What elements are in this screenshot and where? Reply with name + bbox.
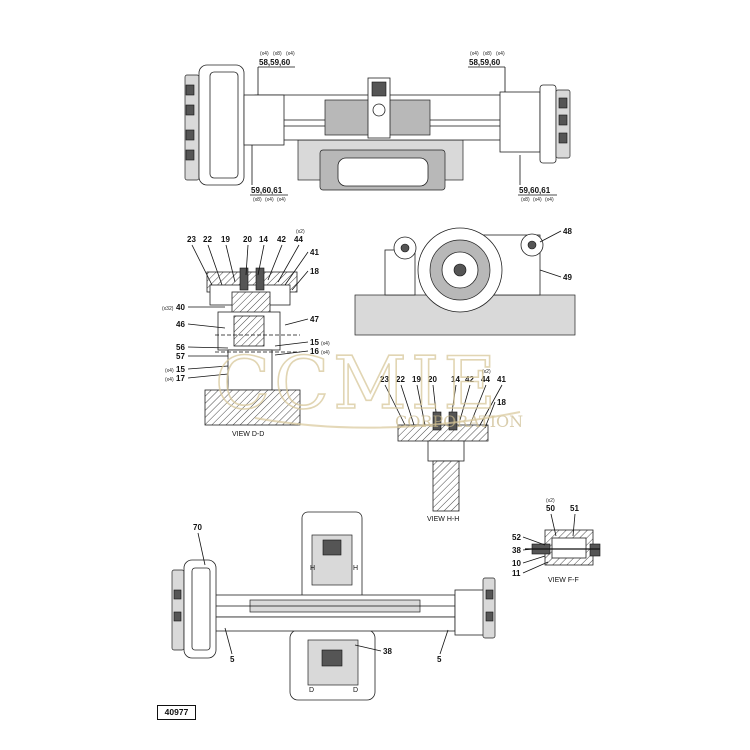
watermark-logo-text: CCMIE [215,341,500,425]
svg-text:(x8): (x8) [253,197,262,203]
callout-top-right: (x4) (x8) (x4) 58,59,60 [468,51,506,92]
svg-text:20: 20 [428,375,437,384]
svg-text:59,60,61: 59,60,61 [519,186,551,195]
callout-bottom-left: 59,60,61 (x8) (x4) (x4) [250,145,288,203]
svg-text:(x8): (x8) [483,51,492,57]
svg-text:41: 41 [310,248,319,257]
hh-post [432,460,460,512]
svg-text:(x4): (x4) [286,51,295,57]
svg-text:(x4): (x4) [470,51,479,57]
section-mark-d-right: D [353,687,358,694]
dd-base [204,389,301,426]
svg-text:41: 41 [497,375,506,384]
svg-text:(x2): (x2) [546,498,555,504]
label-48: 48 [563,227,572,236]
view-dd-caption: VIEW D-D [232,431,264,438]
svg-text:10: 10 [512,559,521,568]
svg-text:23: 23 [380,375,389,384]
svg-text:46: 46 [176,320,185,329]
left-hub [243,94,285,146]
svg-text:(x4): (x4) [260,51,269,57]
svg-text:51: 51 [570,504,579,513]
svg-text:56: 56 [176,343,185,352]
svg-text:(x2): (x2) [296,229,305,235]
bottom-axle-view: H H D D 70 5 5 38 [171,511,496,701]
svg-text:15: 15 [310,338,319,347]
right-hub [499,91,541,153]
svg-text:(x4): (x4) [265,197,274,203]
svg-text:14: 14 [259,235,268,244]
label-70: 70 [193,523,202,532]
svg-text:(x4): (x4) [321,350,330,356]
svg-text:58,59,60: 58,59,60 [259,58,291,67]
label-5-left: 5 [230,655,235,664]
document-number-box: 40977 [157,705,196,720]
svg-text:38: 38 [512,546,521,555]
svg-text:19: 19 [221,235,230,244]
hh-label-18: 18 [497,398,506,407]
label-49: 49 [563,273,572,282]
dd-left-labels: (x32) 40 46 56 57 (x4) 15 (x4) 17 [162,303,229,383]
frame-hub [337,157,429,187]
svg-text:44: 44 [294,235,303,244]
svg-text:(x2): (x2) [482,369,491,375]
svg-text:(x8): (x8) [273,51,282,57]
watermark: CCMIE CORPORATION [214,340,523,431]
section-mark-h-left: H [310,565,315,572]
ff-left-labels: 52 38 10 11 [512,533,549,578]
dd-top-labels: 23 22 19 20 14 42 44 (x2) [187,229,305,286]
top-axle-view: (x4) (x8) (x4) 58,59,60 (x4) (x8) (x4) 5… [184,51,571,203]
section-mark-h-right: H [353,565,358,572]
svg-text:40: 40 [176,303,185,312]
svg-text:22: 22 [203,235,212,244]
svg-text:(x4): (x4) [321,341,330,347]
svg-text:15: 15 [176,365,185,374]
svg-text:17: 17 [176,374,185,383]
svg-text:22: 22 [396,375,405,384]
callout-top-left: (x4) (x8) (x4) 58,59,60 [257,51,295,95]
bottom-right-wheel [454,577,496,639]
bottom-left-wheel [171,559,217,659]
view-ff-caption: VIEW F-F [548,577,579,584]
svg-text:23: 23 [187,235,196,244]
svg-text:(x8): (x8) [521,197,530,203]
view-dd: 23 22 19 20 14 42 44 (x2) 41 18 47 15 (x… [162,229,330,438]
svg-text:50: 50 [546,504,555,513]
svg-text:11: 11 [512,569,521,578]
left-wheel [184,64,245,186]
svg-text:14: 14 [451,375,460,384]
svg-text:(x4): (x4) [545,197,554,203]
svg-text:(x4): (x4) [165,368,174,374]
svg-text:52: 52 [512,533,521,542]
view-hh: 23 22 19 20 14 42 44 41 (x2) 18 VIEW H-H [380,369,506,523]
side-view: 48 49 [354,227,576,336]
svg-text:44: 44 [481,375,490,384]
dd-right-labels: 41 18 47 15 (x4) 16 (x4) [274,248,330,356]
svg-text:42: 42 [465,375,474,384]
svg-text:58,59,60: 58,59,60 [469,58,501,67]
ff-top-labels: (x2) 50 51 [546,498,579,537]
svg-text:(x4): (x4) [165,377,174,383]
svg-text:47: 47 [310,315,319,324]
svg-text:42: 42 [277,235,286,244]
label-38: 38 [383,647,392,656]
svg-text:57: 57 [176,352,185,361]
svg-text:(x4): (x4) [496,51,505,57]
section-mark-d-left: D [309,687,314,694]
view-hh-caption: VIEW H-H [427,516,459,523]
svg-text:19: 19 [412,375,421,384]
right-wheel [499,84,571,164]
callout-bottom-right: 59,60,61 (x8) (x4) (x4) [518,155,557,203]
svg-text:16: 16 [310,347,319,356]
hh-top-labels: 23 22 19 20 14 42 44 41 (x2) [380,369,506,426]
label-5-right: 5 [437,655,442,664]
svg-text:18: 18 [310,267,319,276]
view-ff: (x2) 50 51 52 38 10 11 VIEW F-F [512,498,601,584]
svg-text:(x4): (x4) [533,197,542,203]
svg-text:59,60,61: 59,60,61 [251,186,283,195]
svg-text:(x32): (x32) [162,306,174,312]
svg-text:20: 20 [243,235,252,244]
svg-text:(x4): (x4) [277,197,286,203]
